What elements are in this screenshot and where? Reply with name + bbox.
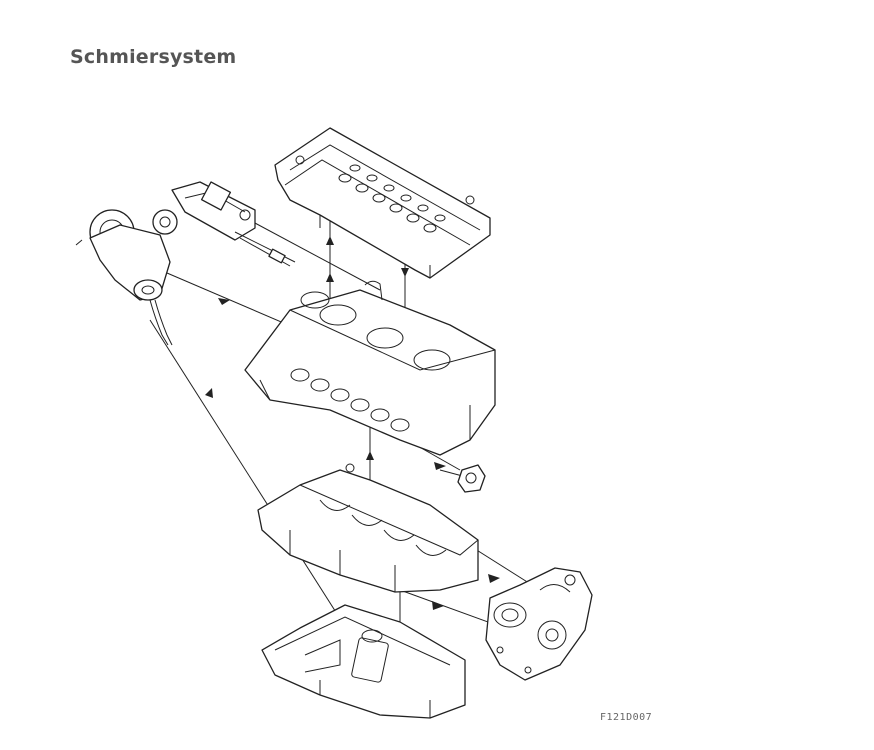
flow-arrow (488, 574, 500, 583)
figure-code: F121D007 (600, 712, 653, 723)
flow-arrow (432, 601, 444, 610)
flow-arrow (434, 462, 446, 470)
oil-pump-housing (485, 567, 593, 681)
flow-arrow (218, 298, 230, 305)
oil-pressure-switch (457, 464, 486, 493)
turbocharger (75, 209, 178, 346)
flow-arrow (205, 388, 213, 398)
flow-arrow (326, 236, 334, 245)
oil-pan (261, 604, 466, 719)
cylinder-head (274, 127, 491, 279)
crankcase-lower-section (257, 463, 479, 593)
flow-arrow (401, 268, 409, 277)
camshaft-oil-rail (171, 181, 296, 267)
page-title: Schmiersystem (70, 46, 237, 68)
engine-block (244, 280, 496, 456)
flow-arrow (326, 273, 334, 282)
flow-arrow (366, 451, 374, 460)
